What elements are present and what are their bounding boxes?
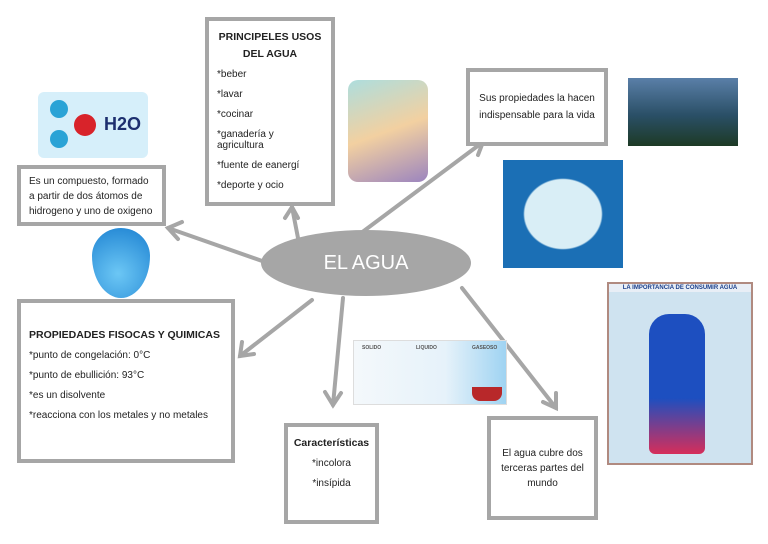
water-drop-mascot-image xyxy=(92,228,150,298)
cubre-box: El agua cubre dos terceras partes del mu… xyxy=(487,416,598,520)
state-solid-label: SOLIDO xyxy=(362,345,382,351)
states-of-water-image: SOLIDO LIQUIDO GASEOSO xyxy=(353,340,507,405)
lake-landscape-image xyxy=(628,78,738,146)
usos-item: *beber xyxy=(217,69,247,80)
pot-icon xyxy=(472,387,502,401)
propiedades-item: *punto de ebullición: 93°C xyxy=(29,370,145,381)
infographic-title: LA IMPORTANCIA DE CONSUMIR AGUA xyxy=(609,284,751,292)
usos-item: *cocinar xyxy=(217,109,254,120)
central-topic-label: EL AGUA xyxy=(323,251,409,274)
caracteristicas-title: Características xyxy=(293,437,370,449)
caracteristicas-item: *incolora xyxy=(312,458,351,469)
propiedades-item: *es un disolvente xyxy=(29,390,106,401)
state-gas-label: GASEOSO xyxy=(472,345,498,351)
hydrogen-atom-icon xyxy=(50,100,68,118)
usos-item: *deporte y ocio xyxy=(217,180,284,191)
state-liquid-label: LIQUIDO xyxy=(416,345,437,351)
usos-item: *ganadería y agricultura xyxy=(217,129,274,151)
propiedades-item: *punto de congelación: 0°C xyxy=(29,350,151,361)
caracteristicas-box: Características *incolora *insípida xyxy=(284,423,379,524)
water-cycle-cartoon-image xyxy=(503,160,623,268)
usos-box: PRINCIPELES USOS DEL AGUA *beber *lavar … xyxy=(205,17,335,206)
oxygen-atom-icon xyxy=(74,114,96,136)
usos-title: PRINCIPELES USOS DEL AGUA xyxy=(218,31,322,60)
propiedades-title: PROPIEDADES FISOCAS Y QUIMICAS xyxy=(29,329,220,341)
hydrogen-atom-icon xyxy=(50,130,68,148)
h2o-label: H2O xyxy=(104,114,142,134)
compuesto-box: Es un compuesto, formado a partir de dos… xyxy=(17,165,166,226)
importance-infographic-image: LA IMPORTANCIA DE CONSUMIR AGUA xyxy=(607,282,753,465)
propiedades-item: *reacciona con los metales y no metales xyxy=(29,410,208,421)
propiedades-vida-box: Sus propiedades la hacen indispensable p… xyxy=(466,68,608,146)
central-topic: EL AGUA xyxy=(261,230,471,296)
caracteristicas-item: *insípida xyxy=(312,478,351,489)
compuesto-text: Es un compuesto, formado a partir de dos… xyxy=(29,176,153,217)
usos-item: *lavar xyxy=(217,89,243,100)
cubre-text: El agua cubre dos terceras partes del mu… xyxy=(501,448,584,489)
propiedades-box: PROPIEDADES FISOCAS Y QUIMICAS *punto de… xyxy=(17,299,235,463)
person-drinking-icon xyxy=(649,314,705,454)
usos-item: *fuente de eanergí xyxy=(217,160,300,171)
propiedades-vida-text: Sus propiedades la hacen indispensable p… xyxy=(479,93,595,121)
h2o-molecule-image: H2O xyxy=(38,92,148,158)
children-water-cartoon-image xyxy=(348,80,428,182)
